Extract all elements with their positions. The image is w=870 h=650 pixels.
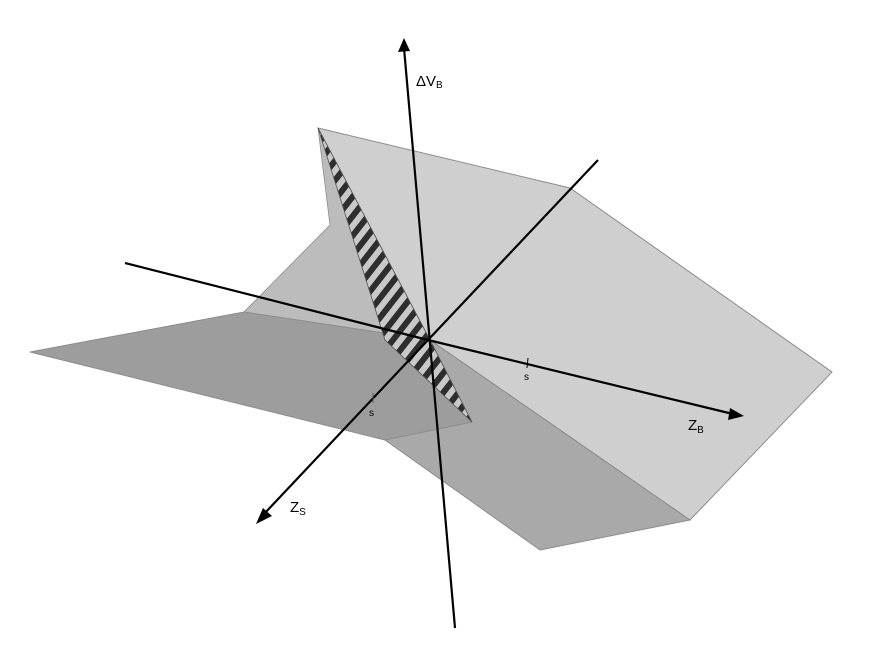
vertical-axis-subscript: B bbox=[436, 80, 443, 91]
z-s-tick-label: s bbox=[369, 408, 374, 419]
vertical-axis-arrowhead bbox=[398, 38, 410, 52]
z-s-axis-subscript: S bbox=[299, 507, 306, 518]
z-b-axis-label: ZB bbox=[688, 417, 704, 436]
z-b-axis-arrowhead bbox=[728, 408, 744, 420]
z-b-axis-symbol: Z bbox=[688, 417, 697, 434]
diagonal-back-axis-line bbox=[427, 159, 599, 341]
z-s-axis-symbol: Z bbox=[290, 499, 299, 516]
z-s-axis-arrowhead bbox=[256, 508, 272, 524]
z-b-axis-line bbox=[427, 338, 734, 416]
axes-group bbox=[124, 47, 734, 629]
vertical-axis-label: ΔVB bbox=[416, 73, 443, 91]
z-b-axis-subscript: B bbox=[697, 425, 704, 436]
striped-plane bbox=[317, 127, 473, 423]
back-axis-line bbox=[124, 261, 429, 342]
z-b-tick-mark bbox=[526, 357, 529, 369]
vertical-axis-symbol: ΔV bbox=[416, 73, 436, 90]
z-b-tick-label: s bbox=[524, 372, 529, 383]
z-s-axis-label: ZS bbox=[290, 499, 306, 518]
z-s-axis-line bbox=[263, 339, 429, 515]
